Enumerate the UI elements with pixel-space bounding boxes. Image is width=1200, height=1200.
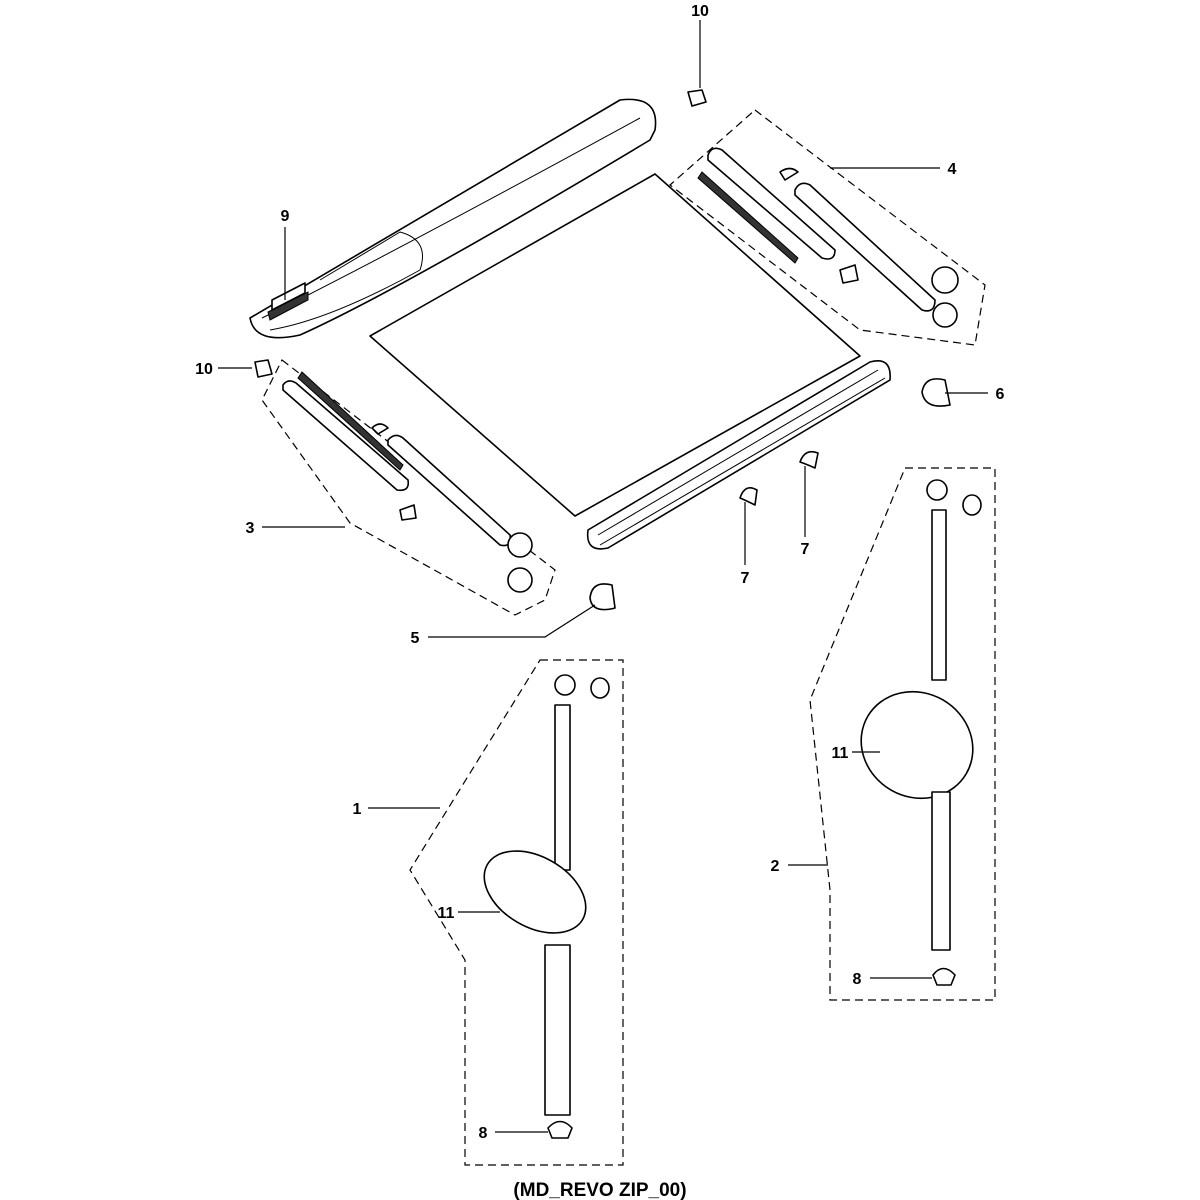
label-10-top: 10	[691, 3, 709, 20]
end-cap-10-top	[687, 89, 707, 107]
diagram-caption: (MD_REVO ZIP_00)	[513, 1180, 686, 1200]
clip-part-7-b	[799, 450, 819, 469]
label-7-b: 7	[801, 541, 810, 558]
label-11-upper: 11	[832, 745, 849, 762]
end-cap-10-left	[254, 359, 273, 378]
label-3: 3	[246, 520, 255, 537]
label-6: 6	[996, 386, 1005, 403]
cassette-part-9	[249, 98, 657, 339]
fabric-panel	[369, 173, 861, 517]
arm-assembly-3	[261, 359, 556, 616]
label-9: 9	[281, 208, 290, 225]
clip-part-7-a	[739, 487, 758, 506]
label-7-a: 7	[741, 570, 750, 587]
post-assembly-2	[809, 467, 996, 1001]
label-11-lower: 11	[438, 905, 455, 922]
label-10-left: 10	[195, 361, 213, 378]
label-4: 4	[948, 161, 957, 178]
bracket-kit-11-lower	[483, 850, 587, 934]
leader-lines	[218, 20, 988, 1133]
bracket-kit-11-upper	[860, 690, 974, 800]
post-assembly-1	[409, 659, 624, 1166]
label-1: 1	[353, 801, 362, 818]
arm-assembly-4	[669, 109, 986, 346]
label-5: 5	[411, 630, 420, 647]
label-2: 2	[771, 858, 780, 875]
label-8-left: 8	[479, 1125, 488, 1142]
bottom-bar	[586, 360, 891, 550]
label-8-right: 8	[853, 971, 862, 988]
